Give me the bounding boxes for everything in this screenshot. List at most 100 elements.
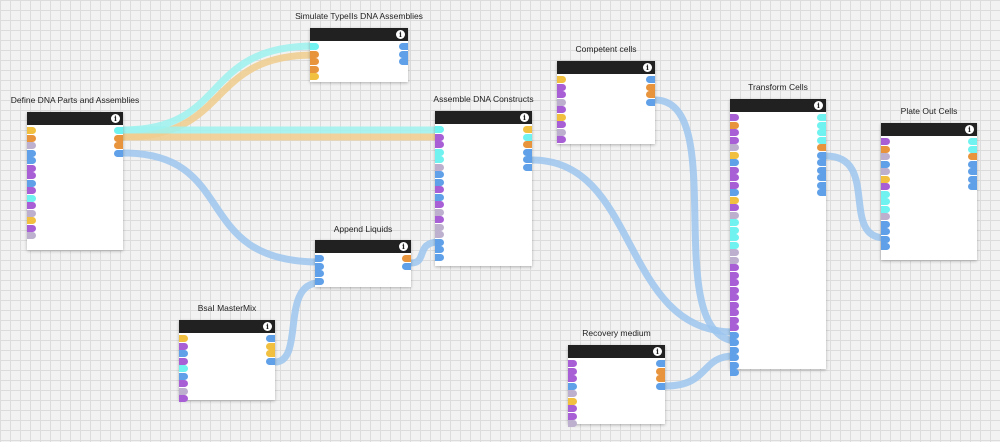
input-port[interactable] [568, 397, 577, 405]
output-port[interactable] [523, 133, 532, 141]
input-port[interactable] [881, 220, 890, 228]
connection-wire[interactable] [119, 149, 323, 266]
input-port[interactable] [557, 113, 566, 121]
output-port[interactable] [402, 255, 411, 262]
input-port[interactable] [179, 387, 188, 395]
input-port[interactable] [730, 151, 739, 159]
input-port[interactable] [27, 172, 36, 179]
output-port[interactable] [266, 335, 275, 342]
output-port[interactable] [402, 262, 411, 270]
input-port[interactable] [435, 253, 444, 261]
input-port[interactable] [435, 178, 444, 186]
node-competent-cells[interactable]: i [557, 61, 655, 144]
connection-wire[interactable] [119, 42, 318, 134]
output-port[interactable] [399, 50, 408, 58]
input-port[interactable] [881, 160, 890, 168]
input-port[interactable] [27, 179, 36, 187]
connection-wire[interactable] [822, 152, 889, 242]
input-port[interactable] [557, 128, 566, 136]
output-port[interactable] [646, 76, 655, 83]
input-port[interactable] [730, 331, 739, 339]
node-assemble-dna-constructs[interactable]: i [435, 111, 532, 266]
input-port[interactable] [881, 235, 890, 243]
input-port[interactable] [27, 209, 36, 217]
node-recovery-medium[interactable]: i [568, 345, 665, 427]
node-bsai-mastermix[interactable]: i [179, 320, 275, 402]
input-port[interactable] [557, 136, 566, 143]
input-port[interactable] [27, 157, 36, 164]
output-port[interactable] [114, 134, 123, 142]
input-port[interactable] [730, 271, 739, 279]
output-port[interactable] [817, 121, 826, 129]
node-plate-out-cells[interactable]: i [881, 123, 977, 260]
input-port[interactable] [435, 186, 444, 193]
input-port[interactable] [881, 205, 890, 213]
input-port[interactable] [435, 148, 444, 156]
output-port[interactable] [817, 189, 826, 196]
input-port[interactable] [730, 204, 739, 211]
input-port[interactable] [435, 163, 444, 171]
input-port[interactable] [568, 367, 577, 375]
input-port[interactable] [435, 126, 444, 133]
output-port[interactable] [399, 43, 408, 50]
input-port[interactable] [730, 346, 739, 354]
input-port[interactable] [881, 190, 890, 198]
output-port[interactable] [266, 357, 275, 365]
node-header[interactable]: i [179, 320, 275, 333]
node-header[interactable]: i [27, 112, 123, 125]
input-port[interactable] [730, 309, 739, 316]
input-port[interactable] [881, 175, 890, 183]
input-port[interactable] [568, 420, 577, 427]
input-port[interactable] [27, 149, 36, 157]
output-port[interactable] [656, 367, 665, 375]
input-port[interactable] [568, 412, 577, 420]
input-port[interactable] [730, 316, 739, 324]
input-port[interactable] [310, 73, 319, 80]
output-port[interactable] [968, 160, 977, 168]
output-port[interactable] [817, 159, 826, 166]
input-port[interactable] [179, 380, 188, 387]
input-port[interactable] [881, 183, 890, 190]
output-port[interactable] [968, 168, 977, 175]
input-port[interactable] [730, 189, 739, 196]
output-port[interactable] [114, 149, 123, 157]
info-icon[interactable]: i [653, 347, 662, 356]
node-simulate-typeiis[interactable]: i [310, 28, 408, 82]
input-port[interactable] [568, 405, 577, 412]
input-port[interactable] [730, 354, 739, 361]
output-port[interactable] [817, 166, 826, 174]
output-port[interactable] [817, 129, 826, 136]
node-header[interactable]: i [730, 99, 826, 112]
output-port[interactable] [656, 382, 665, 390]
input-port[interactable] [730, 144, 739, 151]
input-port[interactable] [435, 208, 444, 216]
connection-wire[interactable] [661, 352, 738, 390]
output-port[interactable] [817, 144, 826, 151]
input-port[interactable] [435, 246, 444, 253]
input-port[interactable] [881, 213, 890, 220]
input-port[interactable] [730, 226, 739, 234]
output-port[interactable] [266, 342, 275, 350]
input-port[interactable] [179, 395, 188, 402]
output-port[interactable] [817, 136, 826, 144]
input-port[interactable] [881, 198, 890, 205]
output-port[interactable] [817, 114, 826, 121]
input-port[interactable] [730, 286, 739, 294]
output-port[interactable] [523, 156, 532, 163]
node-header[interactable]: i [881, 123, 977, 136]
output-port[interactable] [523, 163, 532, 171]
node-header[interactable]: i [315, 240, 411, 253]
node-header[interactable]: i [557, 61, 655, 74]
input-port[interactable] [881, 138, 890, 145]
output-port[interactable] [646, 83, 655, 91]
input-port[interactable] [730, 279, 739, 286]
input-port[interactable] [315, 277, 324, 285]
input-port[interactable] [730, 256, 739, 264]
output-port[interactable] [399, 58, 408, 65]
input-port[interactable] [568, 360, 577, 367]
input-port[interactable] [568, 382, 577, 390]
output-port[interactable] [817, 181, 826, 189]
info-icon[interactable]: i [965, 125, 974, 134]
input-port[interactable] [730, 301, 739, 309]
input-port[interactable] [568, 390, 577, 397]
